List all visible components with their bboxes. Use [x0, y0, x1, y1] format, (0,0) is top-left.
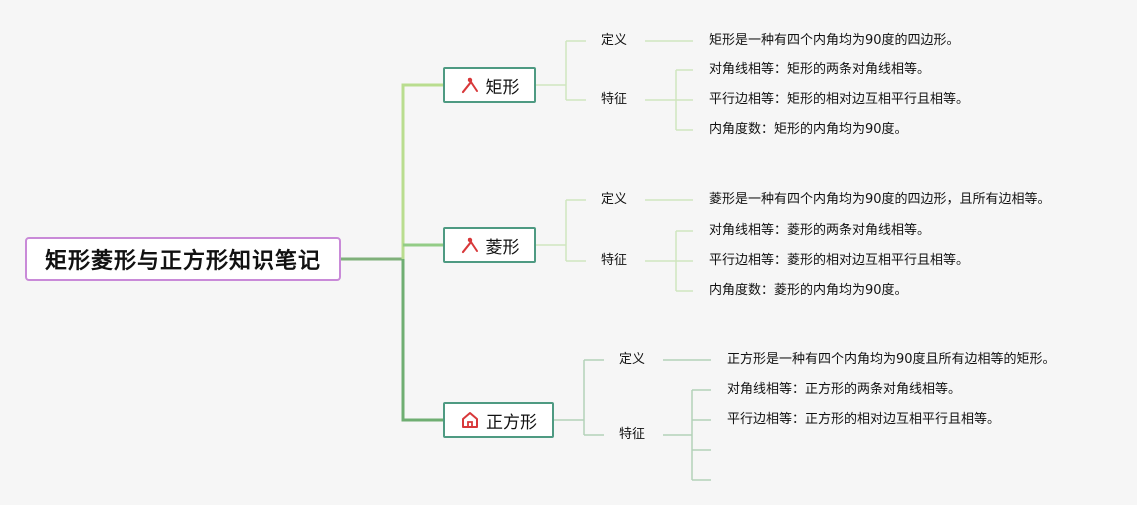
branch-label: 正方形: [486, 412, 537, 433]
definition-label[interactable]: 定义: [619, 352, 646, 367]
tools-icon: [460, 75, 480, 95]
house-icon: [460, 410, 480, 430]
definition-text[interactable]: 菱形是一种有四个内角均为90度的四边形，且所有边相等。: [709, 192, 1051, 207]
feature-item[interactable]: 平行边相等：菱形的相对边互相平行且相等。: [709, 253, 970, 268]
branch-label: 矩形: [485, 77, 520, 98]
branch-connector-3: [401, 259, 443, 422]
root-topic[interactable]: 矩形菱形与正方形知识笔记: [25, 237, 341, 281]
branch3-leaf-lines: [554, 359, 711, 481]
tools-icon: [460, 235, 480, 255]
branch-label: 菱形: [485, 237, 520, 258]
feature-label[interactable]: 特征: [619, 427, 646, 442]
branch-rectangle[interactable]: 矩形: [443, 67, 536, 103]
definition-label[interactable]: 定义: [601, 192, 628, 207]
feature-item[interactable]: 对角线相等：正方形的两条对角线相等。: [727, 382, 962, 397]
definition-label[interactable]: 定义: [601, 33, 628, 48]
branch-connector-1: [401, 83, 443, 259]
feature-label[interactable]: 特征: [601, 92, 628, 107]
branch-square[interactable]: 正方形: [443, 402, 554, 438]
branch-rhombus[interactable]: 菱形: [443, 227, 536, 263]
feature-label[interactable]: 特征: [601, 253, 628, 268]
feature-item[interactable]: 对角线相等：矩形的两条对角线相等。: [709, 62, 931, 77]
feature-item[interactable]: 内角度数：菱形的内角均为90度。: [709, 283, 908, 298]
feature-item[interactable]: 内角度数：矩形的内角均为90度。: [709, 122, 908, 137]
feature-item[interactable]: 对角线相等：菱形的两条对角线相等。: [709, 223, 931, 238]
feature-item[interactable]: 平行边相等：矩形的相对边互相平行且相等。: [709, 92, 970, 107]
feature-item[interactable]: 平行边相等：正方形的相对边互相平行且相等。: [727, 412, 1001, 427]
root-title: 矩形菱形与正方形知识笔记: [44, 249, 321, 274]
definition-text[interactable]: 矩形是一种有四个内角均为90度的四边形。: [709, 33, 960, 48]
branch2-leaf-lines: [536, 199, 693, 292]
branch1-leaf-lines: [536, 40, 693, 131]
definition-text[interactable]: 正方形是一种有四个内角均为90度且所有边相等的矩形。: [727, 352, 1056, 367]
